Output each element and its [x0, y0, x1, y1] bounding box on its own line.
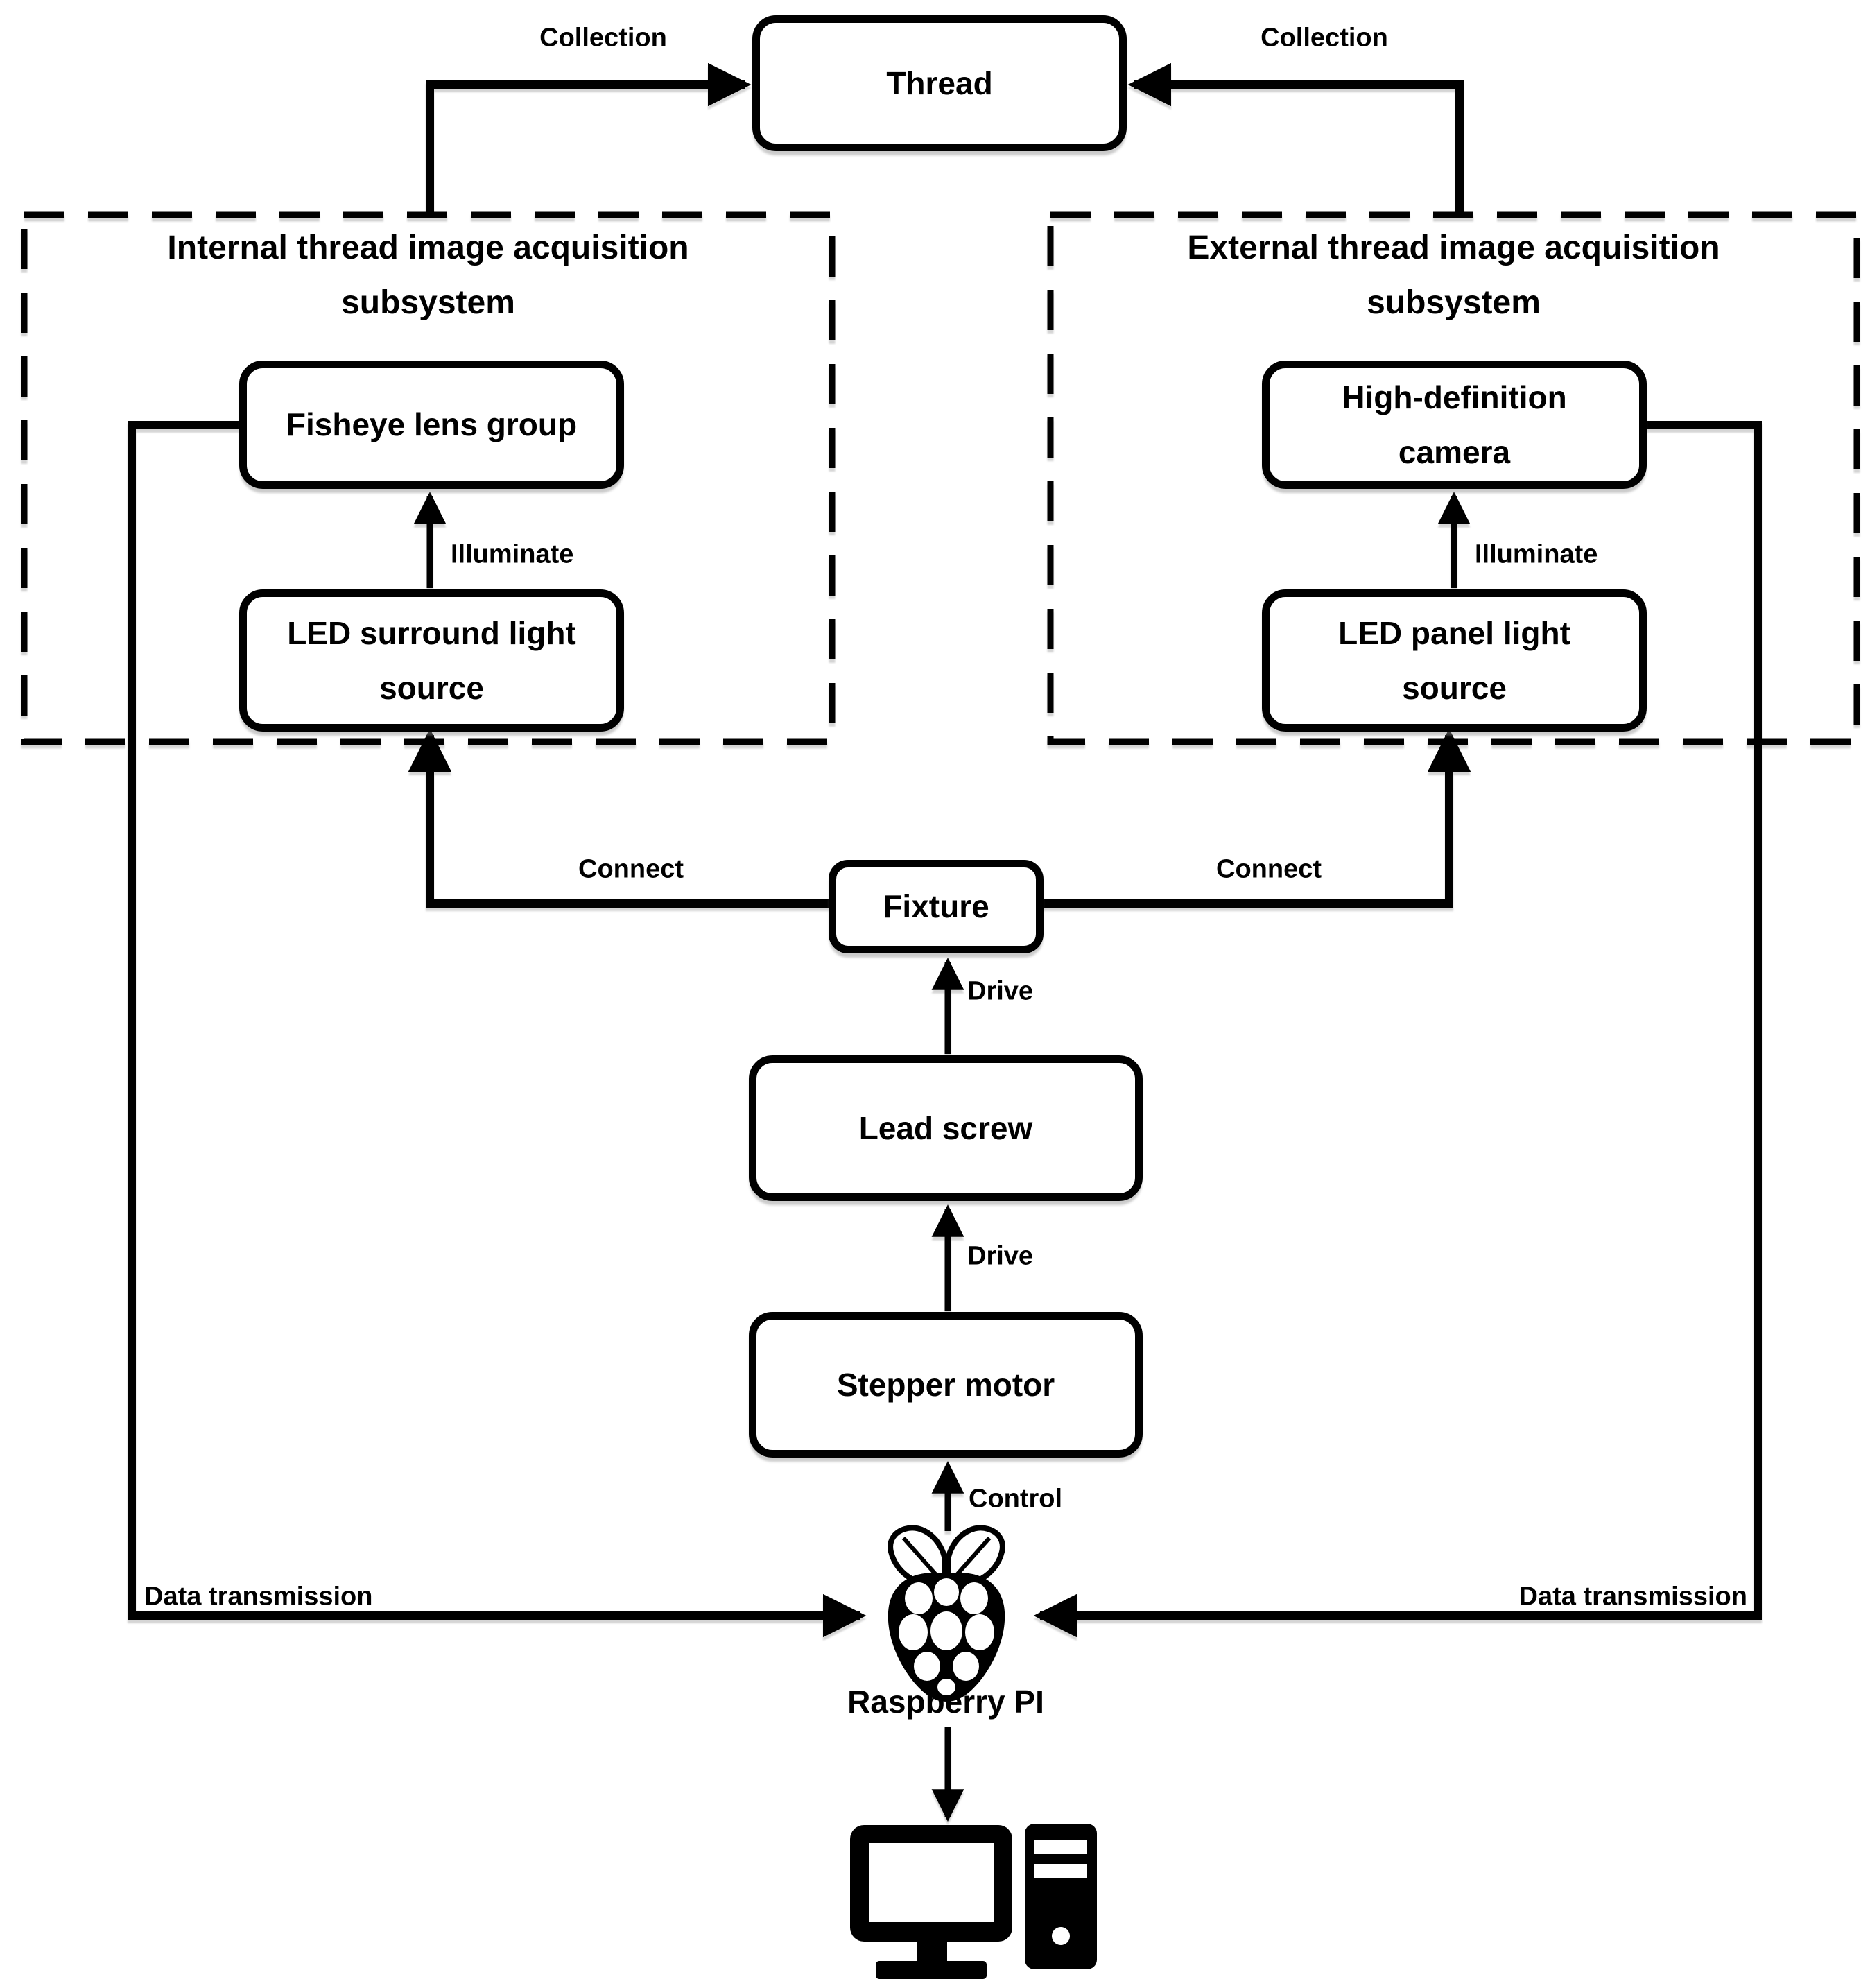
lead-screw-label: Lead screw [858, 1109, 1033, 1146]
fisheye-lens-group-node: Fisheye lens group [239, 361, 624, 489]
raspberry-pi-label: Raspberry PI [847, 1684, 1044, 1720]
led-panel-light-source-node: LED panel light source [1262, 589, 1647, 732]
data-transmission-right-arrow [1033, 421, 1762, 1638]
fixture-node: Fixture [829, 860, 1044, 953]
thread-label: Thread [886, 64, 993, 101]
illuminate-left-label: Illuminate [451, 539, 574, 569]
collection-right-label: Collection [1261, 23, 1388, 53]
data-transmission-right-label: Data transmission [1518, 1582, 1747, 1611]
stepper-motor-node: Stepper motor [749, 1312, 1143, 1458]
illuminate-right-label: Illuminate [1475, 539, 1598, 569]
led-surround-light-source-label: LED surround light source [287, 615, 576, 706]
monitor-icon [850, 1825, 1012, 1979]
data-transmission-left-label: Data transmission [144, 1582, 373, 1611]
collection-left-arrow [426, 62, 752, 216]
data-transmission-left-arrow [128, 421, 867, 1638]
lead-screw-node: Lead screw [749, 1055, 1143, 1201]
led-panel-light-source-label: LED panel light source [1338, 615, 1570, 706]
tower-icon [1025, 1824, 1097, 1969]
connect-left-arrow [408, 728, 830, 908]
drive-leadscrew-label: Drive [967, 1241, 1034, 1271]
connect-right-label: Connect [1216, 854, 1322, 884]
fisheye-lens-group-label: Fisheye lens group [286, 406, 578, 443]
fixture-label: Fixture [883, 888, 989, 925]
internal-subsystem-title: Internal thread image acquisition subsys… [24, 221, 832, 330]
external-subsystem-title-line1: External thread image acquisition [1187, 230, 1720, 266]
raspberry-pi-icon [888, 1525, 1005, 1702]
connect-right-arrow [1042, 728, 1471, 908]
high-definition-camera-node: High-definition camera [1262, 361, 1647, 489]
collection-right-arrow [1127, 62, 1464, 216]
led-surround-light-source-node: LED surround light source [239, 589, 624, 732]
high-definition-camera-label: High-definition camera [1342, 379, 1567, 470]
connect-left-label: Connect [578, 854, 684, 884]
desktop-computer-icon [850, 1824, 1097, 1979]
internal-subsystem-title-line2: subsystem [341, 284, 515, 322]
collection-left-label: Collection [539, 23, 667, 53]
stepper-motor-label: Stepper motor [836, 1366, 1055, 1403]
drive-fixture-label: Drive [967, 976, 1034, 1006]
control-label: Control [969, 1484, 1063, 1514]
external-subsystem-title-line2: subsystem [1367, 284, 1541, 322]
internal-subsystem-title-line1: Internal thread image acquisition [167, 230, 689, 266]
thread-node: Thread [752, 15, 1127, 151]
external-subsystem-title: External thread image acquisition subsys… [1050, 221, 1857, 330]
